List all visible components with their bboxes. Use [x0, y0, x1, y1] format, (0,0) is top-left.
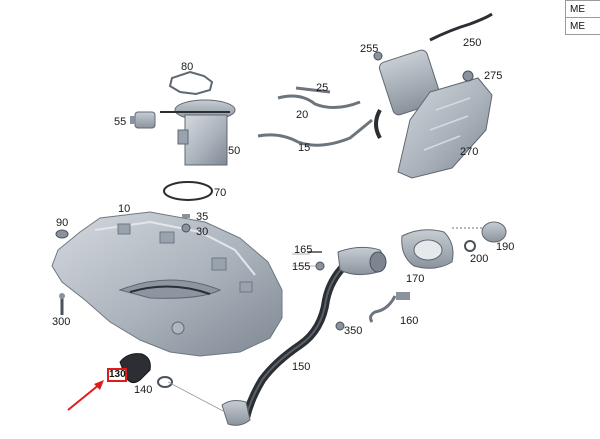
fuel-cap-part[interactable]: [452, 221, 507, 243]
callout-255: 255: [360, 43, 378, 55]
callout-190: 190: [496, 241, 514, 253]
filler-neck-hose-130-part[interactable]: [119, 353, 151, 384]
callout-90: 90: [56, 217, 68, 229]
bolt-300-part[interactable]: [59, 293, 65, 315]
cap-seal-part[interactable]: [464, 240, 476, 252]
corner-info-table: ME ME: [565, 0, 600, 35]
corner-table-cell: ME: [565, 0, 600, 18]
callout-20: 20: [296, 109, 308, 121]
bolt-35-part[interactable]: [182, 214, 190, 218]
sender-connector-part[interactable]: [130, 111, 156, 129]
callout-155: 155: [292, 261, 310, 273]
fuel-line-20-part[interactable]: [277, 94, 361, 109]
callout-80: 80: [181, 61, 193, 73]
filler-pipe-part[interactable]: [221, 246, 387, 426]
heat-shield-part[interactable]: [397, 77, 493, 179]
lock-ring-part[interactable]: [168, 70, 214, 96]
callout-270: 270: [460, 146, 478, 158]
bolt-255-part[interactable]: [373, 51, 383, 61]
callout-160: 160: [400, 315, 418, 327]
callout-170: 170: [406, 273, 424, 285]
callout-30: 30: [196, 226, 208, 238]
bolt-30-part[interactable]: [181, 223, 191, 233]
nut-350-part[interactable]: [335, 321, 345, 331]
corner-table-cell: ME: [565, 17, 600, 35]
callout-10: 10: [118, 203, 130, 215]
fuel-pump-module-part[interactable]: [160, 99, 236, 166]
callout-275: 275: [484, 70, 502, 82]
fuel-line-15-part[interactable]: [257, 118, 373, 147]
callout-35: 35: [196, 211, 208, 223]
callout-25: 25: [316, 82, 328, 94]
callout-165: 165: [294, 244, 312, 256]
nut-275-part[interactable]: [462, 70, 474, 82]
clip-90-part[interactable]: [55, 229, 69, 239]
bolt-155-part[interactable]: [315, 261, 325, 271]
highlighted-callout-130[interactable]: 130: [107, 368, 127, 382]
fuel-line-25-part[interactable]: [295, 86, 331, 94]
callout-300: 300: [52, 316, 70, 328]
clamp-140-part[interactable]: [157, 376, 173, 388]
callout-55: 55: [114, 116, 126, 128]
callout-150: 150: [292, 361, 310, 373]
vent-pipe-part[interactable]: [369, 292, 410, 323]
arrow-icon: [67, 380, 104, 411]
callout-140: 140: [134, 384, 152, 396]
callout-50: 50: [228, 145, 240, 157]
filler-pocket-part[interactable]: [401, 229, 454, 269]
leader-lines: [167, 253, 316, 413]
o-ring-part[interactable]: [163, 181, 213, 201]
callout-350: 350: [344, 325, 362, 337]
callout-15: 15: [298, 142, 310, 154]
callout-200: 200: [470, 253, 488, 265]
fuel-tank-part[interactable]: [51, 211, 283, 357]
callout-250: 250: [463, 37, 481, 49]
callout-70: 70: [214, 187, 226, 199]
